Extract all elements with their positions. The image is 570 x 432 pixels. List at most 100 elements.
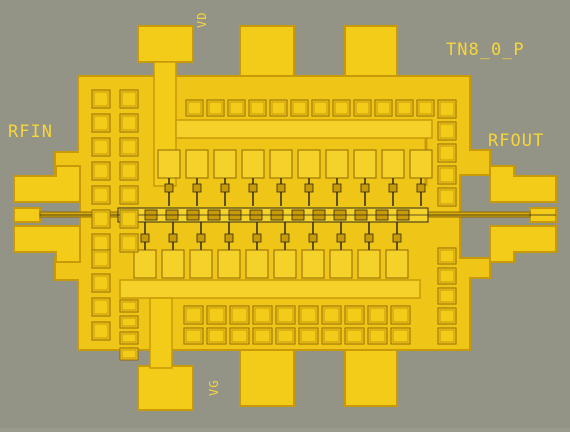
lower-via-3 (224, 233, 234, 243)
cap-top-11 (416, 99, 435, 117)
cap-bottom-a-7-inner (346, 307, 363, 323)
upper-cell-3 (241, 149, 265, 179)
cap-right-b-1-inner (439, 269, 455, 283)
cap-right-b-4 (437, 327, 457, 345)
cap-left-c-3-inner (93, 323, 109, 339)
cap-left-b-2 (119, 137, 139, 157)
cap-top-9-inner (376, 101, 391, 115)
cap-bottom-b-1 (206, 327, 227, 345)
upper-cell-9 (409, 149, 433, 179)
upper-via-8 (388, 183, 398, 193)
lower-cell-8 (357, 249, 381, 279)
upper-via-5 (304, 183, 314, 193)
cap-bottom-b-6 (321, 327, 342, 345)
lower-cell-2 (189, 249, 213, 279)
rfout-line (419, 211, 531, 218)
cap-right-a-2 (437, 143, 457, 163)
cap-left-a-5-inner (93, 211, 109, 227)
upper-cell-0 (157, 149, 181, 179)
cap-right-b-0-inner (439, 249, 455, 263)
cap-top-10-inner (397, 101, 412, 115)
cap-left-a-1 (91, 113, 111, 133)
cap-right-a-0 (437, 99, 457, 119)
vg-pad (137, 365, 194, 411)
cap-right-b-3-inner (439, 309, 455, 323)
upper-cell-4 (269, 149, 293, 179)
upper-via-3 (248, 183, 258, 193)
cap-bottom-b-5-inner (300, 329, 317, 343)
cap-left-b-3-inner (121, 163, 137, 179)
cap-top-2 (227, 99, 246, 117)
cap-bottom-a-5-inner (300, 307, 317, 323)
cap-top-5 (290, 99, 309, 117)
cap-left-a-3 (91, 161, 111, 181)
cap-left-c-0 (91, 249, 111, 269)
cap-left-a-1-inner (93, 115, 109, 131)
cap-left-c-3 (91, 321, 111, 341)
lower-cell-1 (161, 249, 185, 279)
top-pads (137, 25, 398, 79)
cap-bottom-b-2 (229, 327, 250, 345)
distributed-line (40, 207, 556, 223)
upper-via-7 (360, 183, 370, 193)
cap-left-a-5 (91, 209, 111, 229)
cap-bottom-a-3-inner (254, 307, 271, 323)
cap-right-a-0-inner (439, 101, 455, 117)
cap-left-b-6-inner (121, 235, 137, 251)
cap-top-10 (395, 99, 414, 117)
lower-bus (119, 279, 421, 299)
cap-left-c-2-inner (93, 299, 109, 315)
cap-bottom-a-5 (298, 305, 319, 325)
cap-top-6 (311, 99, 330, 117)
cap-right-b-0 (437, 247, 457, 265)
cap-left-a-0-inner (93, 91, 109, 107)
cap-bottom-a-7 (344, 305, 365, 325)
vg-feed (149, 297, 173, 369)
cap-left-d-3-inner (121, 349, 137, 359)
left-capacitor-column (91, 89, 139, 361)
cap-left-c-1-inner (93, 275, 109, 291)
lower-via-0 (140, 233, 150, 243)
rf-input-launch (13, 165, 131, 263)
upper-via-9 (416, 183, 426, 193)
cap-bottom-a-6-inner (323, 307, 340, 323)
top-capacitor-row (185, 99, 435, 117)
upper-cell-8 (381, 149, 405, 179)
cap-top-8 (353, 99, 372, 117)
cap-left-b-3 (119, 161, 139, 181)
cap-bottom-b-2-inner (231, 329, 248, 343)
lower-cell-3 (217, 249, 241, 279)
bottom-pad-3 (344, 349, 398, 407)
cap-bottom-b-0-inner (185, 329, 202, 343)
lower-cell-9 (385, 249, 409, 279)
lower-via-2 (196, 233, 206, 243)
cap-bottom-a-0-inner (185, 307, 202, 323)
cap-bottom-b-8-inner (369, 329, 386, 343)
lower-via-9 (392, 233, 402, 243)
upper-cell-1 (185, 149, 209, 179)
cap-left-b-4-inner (121, 187, 137, 203)
cap-right-a-4-inner (439, 189, 455, 205)
lower-via-5 (280, 233, 290, 243)
die-id-label: TN8_0_P (446, 40, 525, 60)
cap-bottom-b-5 (298, 327, 319, 345)
cap-top-2-inner (229, 101, 244, 115)
upper-via-2 (220, 183, 230, 193)
cap-top-9 (374, 99, 393, 117)
cap-bottom-b-1-inner (208, 329, 225, 343)
cap-right-b-1 (437, 267, 457, 285)
cap-left-b-0 (119, 89, 139, 109)
cap-bottom-a-1 (206, 305, 227, 325)
cap-bottom-b-4 (275, 327, 296, 345)
cap-bottom-a-8-inner (369, 307, 386, 323)
cap-left-a-4-inner (93, 187, 109, 203)
cap-top-1 (206, 99, 225, 117)
cap-top-6-inner (313, 101, 328, 115)
cap-bottom-a-2 (229, 305, 250, 325)
cap-bottom-a-2-inner (231, 307, 248, 323)
cap-right-a-3-inner (439, 167, 455, 183)
lower-cell-5 (273, 249, 297, 279)
rfin-label: RFIN (8, 122, 53, 142)
cap-left-a-3-inner (93, 163, 109, 179)
